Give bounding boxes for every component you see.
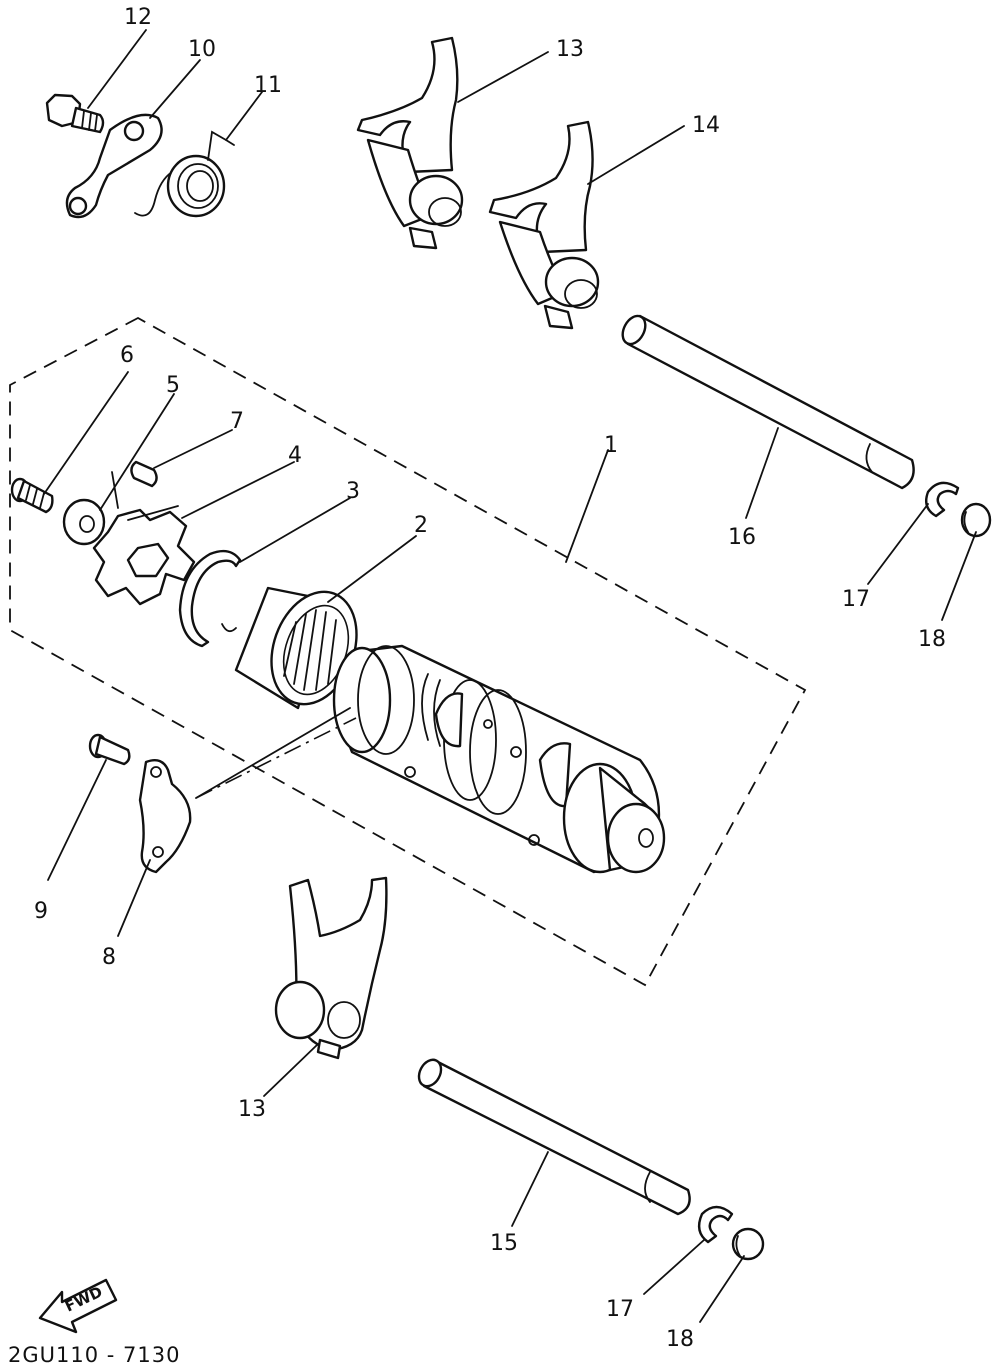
part-1-shift-cam: [332, 644, 666, 874]
callout-3: 3: [346, 479, 360, 504]
callout-12: 12: [124, 5, 152, 30]
callout-17-upper: 17: [842, 587, 870, 612]
part-9-screw: [88, 733, 131, 766]
part-13-shift-fork-lower: [274, 876, 388, 1060]
part-16-guide-bar: [621, 314, 915, 490]
forward-direction-arrow: FWD: [38, 1278, 118, 1334]
part-6-screw: [10, 477, 54, 514]
part-4-segment: [92, 471, 196, 606]
part-11-spring: [134, 130, 235, 218]
part-13-shift-fork-upper: [356, 36, 464, 250]
callout-2: 2: [414, 513, 428, 538]
callout-9: 9: [34, 899, 48, 924]
callout-18-upper: 18: [918, 627, 946, 652]
part-5-washer: [62, 498, 106, 546]
part-14-shift-fork: [488, 120, 600, 330]
callout-16: 16: [728, 525, 756, 550]
callout-8: 8: [102, 945, 116, 970]
callout-13-lower: 13: [238, 1097, 266, 1122]
part-7-dowel-pin: [130, 460, 158, 488]
callout-5: 5: [166, 373, 180, 398]
drawing-code: 2GU110 - 7130: [8, 1343, 180, 1367]
part-15-guide-bar: [417, 1058, 691, 1216]
leader-lines: [43, 29, 977, 1323]
callout-15: 15: [490, 1231, 518, 1256]
part-17-clip-upper: [925, 481, 960, 518]
callout-14: 14: [692, 113, 720, 138]
part-10-plate: [65, 113, 163, 219]
callout-7: 7: [230, 409, 244, 434]
part-3-circlip: [178, 549, 242, 648]
callout-1: 1: [604, 433, 618, 458]
assembly-boundary: [9, 316, 807, 987]
part-18-cap-lower: [731, 1227, 765, 1261]
callout-18-lower: 18: [666, 1327, 694, 1352]
callout-13-upper: 13: [556, 37, 584, 62]
callout-4: 4: [288, 443, 302, 468]
callout-10: 10: [188, 37, 216, 62]
part-17-clip-lower: [697, 1205, 734, 1244]
callout-11: 11: [254, 73, 282, 98]
part-8-stopper-plate: [138, 759, 192, 874]
callout-17-lower: 17: [606, 1297, 634, 1322]
part-18-cap-upper: [960, 502, 992, 538]
part-2-bearing: [234, 586, 358, 710]
callout-6: 6: [120, 343, 134, 368]
assembly-axis-line: [195, 717, 357, 799]
part-12-bolt: [45, 93, 105, 134]
